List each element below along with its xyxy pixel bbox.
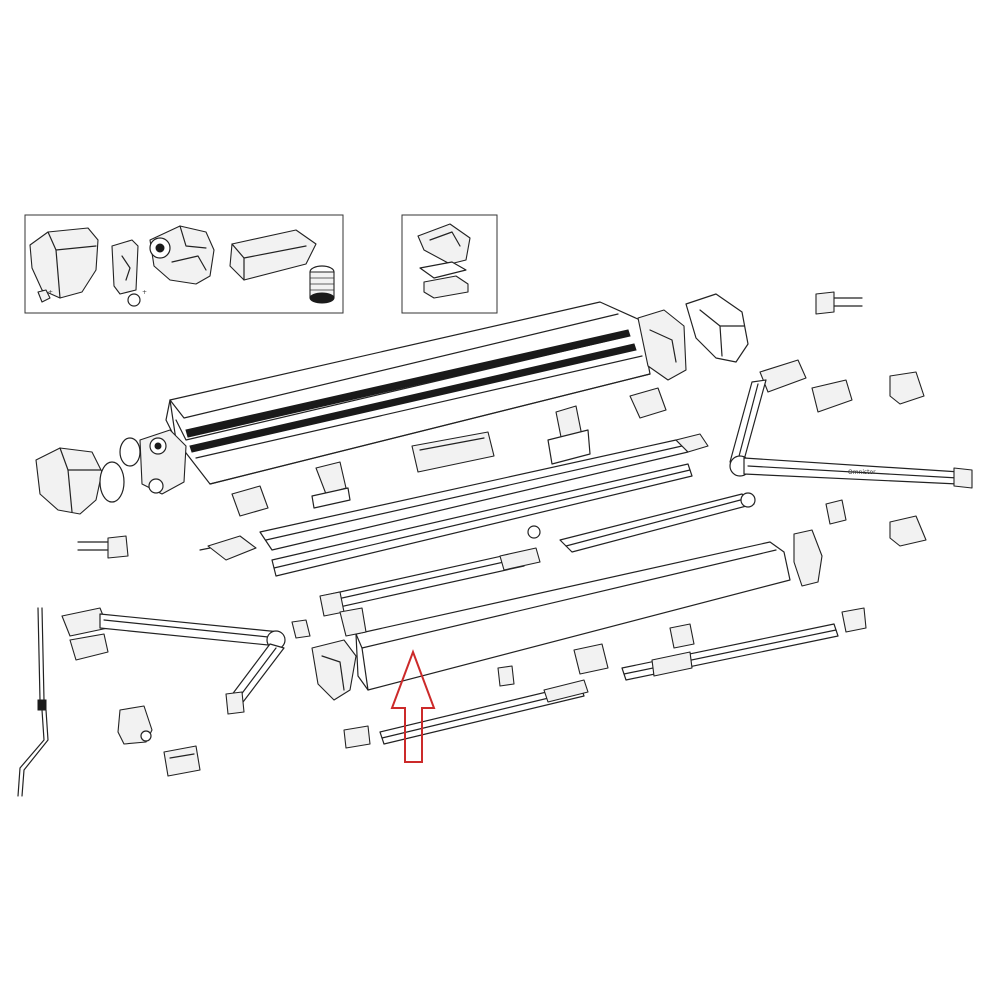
top-cassette [165,301,651,485]
highlight-arrow [390,649,436,763]
inset-clip [417,223,471,265]
inset-spring [309,265,335,304]
inset-bracket-kit [401,214,498,314]
top-clips [311,387,667,509]
right-folding-arm-top: Omnistor [729,359,973,489]
arm-label-right: Omnistor [848,469,876,476]
svg-text:+: + [142,289,147,296]
inset-bracket: + [111,239,147,307]
inset-strip-top [419,261,467,279]
inset-control-box [229,229,317,281]
awning-slat [271,463,693,577]
middle-rails [319,492,756,617]
left-small-parts [77,485,269,559]
right-small-parts [811,291,927,547]
bottom-rails [343,607,867,749]
inset-end-cap: + [29,227,99,303]
inset-motor-kit: + + [24,214,344,314]
left-end-cap [35,447,103,515]
right-top-end-cap [637,293,749,381]
crank-handle [17,607,49,797]
inset-motor [149,225,215,285]
left-motor-gear [99,429,187,503]
front-lead-bar [339,529,823,691]
left-bottom-brackets [117,705,201,777]
left-folding-arm [61,607,311,715]
inset-strip-bottom [423,275,469,299]
roller-tube [199,433,709,561]
left-bottom-end-cap [311,639,357,701]
svg-text:+: + [48,289,53,296]
